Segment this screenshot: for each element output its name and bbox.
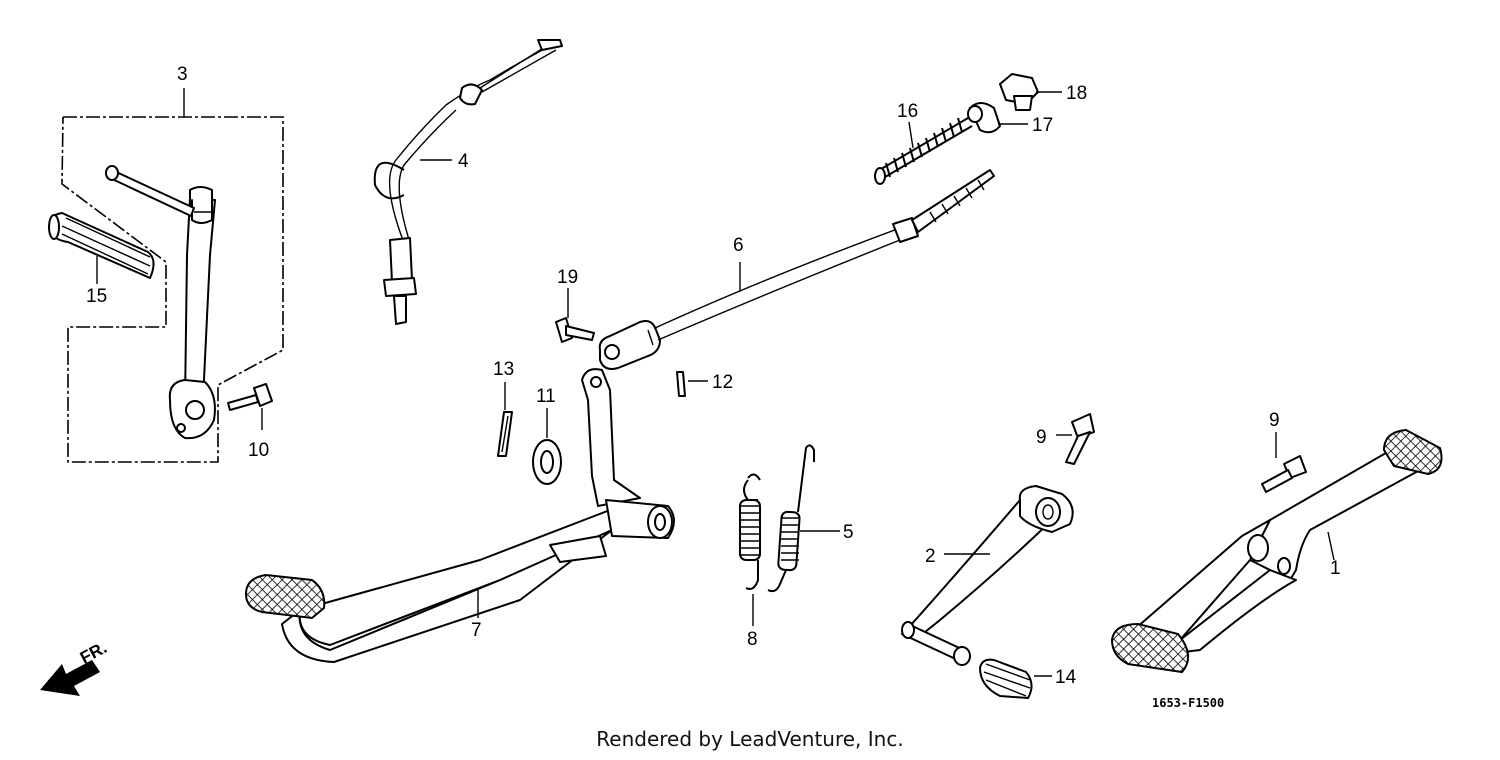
front-label: FR. (77, 638, 110, 668)
kick-starter-group (48, 88, 284, 463)
callout-1: 1 (1330, 558, 1341, 579)
callout-18: 18 (1066, 83, 1087, 104)
callout-16: 16 (897, 101, 918, 122)
callout-14: 14 (1055, 667, 1077, 688)
callout-8: 8 (747, 629, 758, 650)
switch-cable-4 (373, 39, 563, 325)
diagram-code: 1653-F1500 (1152, 696, 1224, 710)
brake-rod-6 (598, 169, 995, 370)
callout-2: 2 (925, 546, 936, 567)
callout-19: 19 (557, 267, 578, 288)
credit-line: Rendered by LeadVenture, Inc. (596, 727, 904, 751)
callout-13: 13 (493, 359, 514, 380)
callout-7: 7 (471, 620, 482, 641)
callout-5: 5 (843, 522, 854, 543)
pin-19 (555, 288, 595, 343)
callout-4: 4 (458, 151, 469, 172)
gear-shift-pedal-2 (901, 485, 1074, 666)
brake-pedal-7 (244, 368, 675, 663)
joint-17 (967, 102, 1028, 134)
kick-pin (109, 169, 195, 217)
callout-17: 17 (1032, 115, 1053, 136)
callout-10: 10 (248, 440, 269, 461)
spring-8 (739, 473, 761, 626)
bolt-9a (1056, 413, 1095, 465)
callout-3: 3 (177, 64, 188, 85)
bolt-9b (1261, 432, 1307, 493)
group-frame-3 (61, 116, 284, 463)
cotter-pin-12 (676, 371, 708, 397)
cotter-pin-13 (497, 382, 513, 457)
callouts: 1 2 3 4 5 6 7 8 9 9 10 11 12 13 14 15 16… (86, 64, 1341, 688)
kick-rubber-15 (48, 212, 155, 279)
nut-18 (999, 73, 1062, 111)
spring-5 (767, 444, 840, 593)
step-lever-1 (1110, 428, 1443, 674)
bolt-10 (227, 383, 273, 430)
shift-rubber-14 (979, 658, 1052, 699)
front-direction-arrow: FR. (40, 638, 110, 696)
washer-11 (532, 408, 562, 485)
kick-arm (168, 186, 216, 440)
callout-15: 15 (86, 286, 107, 307)
callout-6: 6 (733, 235, 744, 256)
callout-9a: 9 (1036, 427, 1047, 448)
callout-9b: 9 (1269, 410, 1280, 431)
callout-11: 11 (536, 386, 556, 407)
callout-12: 12 (712, 372, 733, 393)
spring-16 (874, 117, 973, 185)
